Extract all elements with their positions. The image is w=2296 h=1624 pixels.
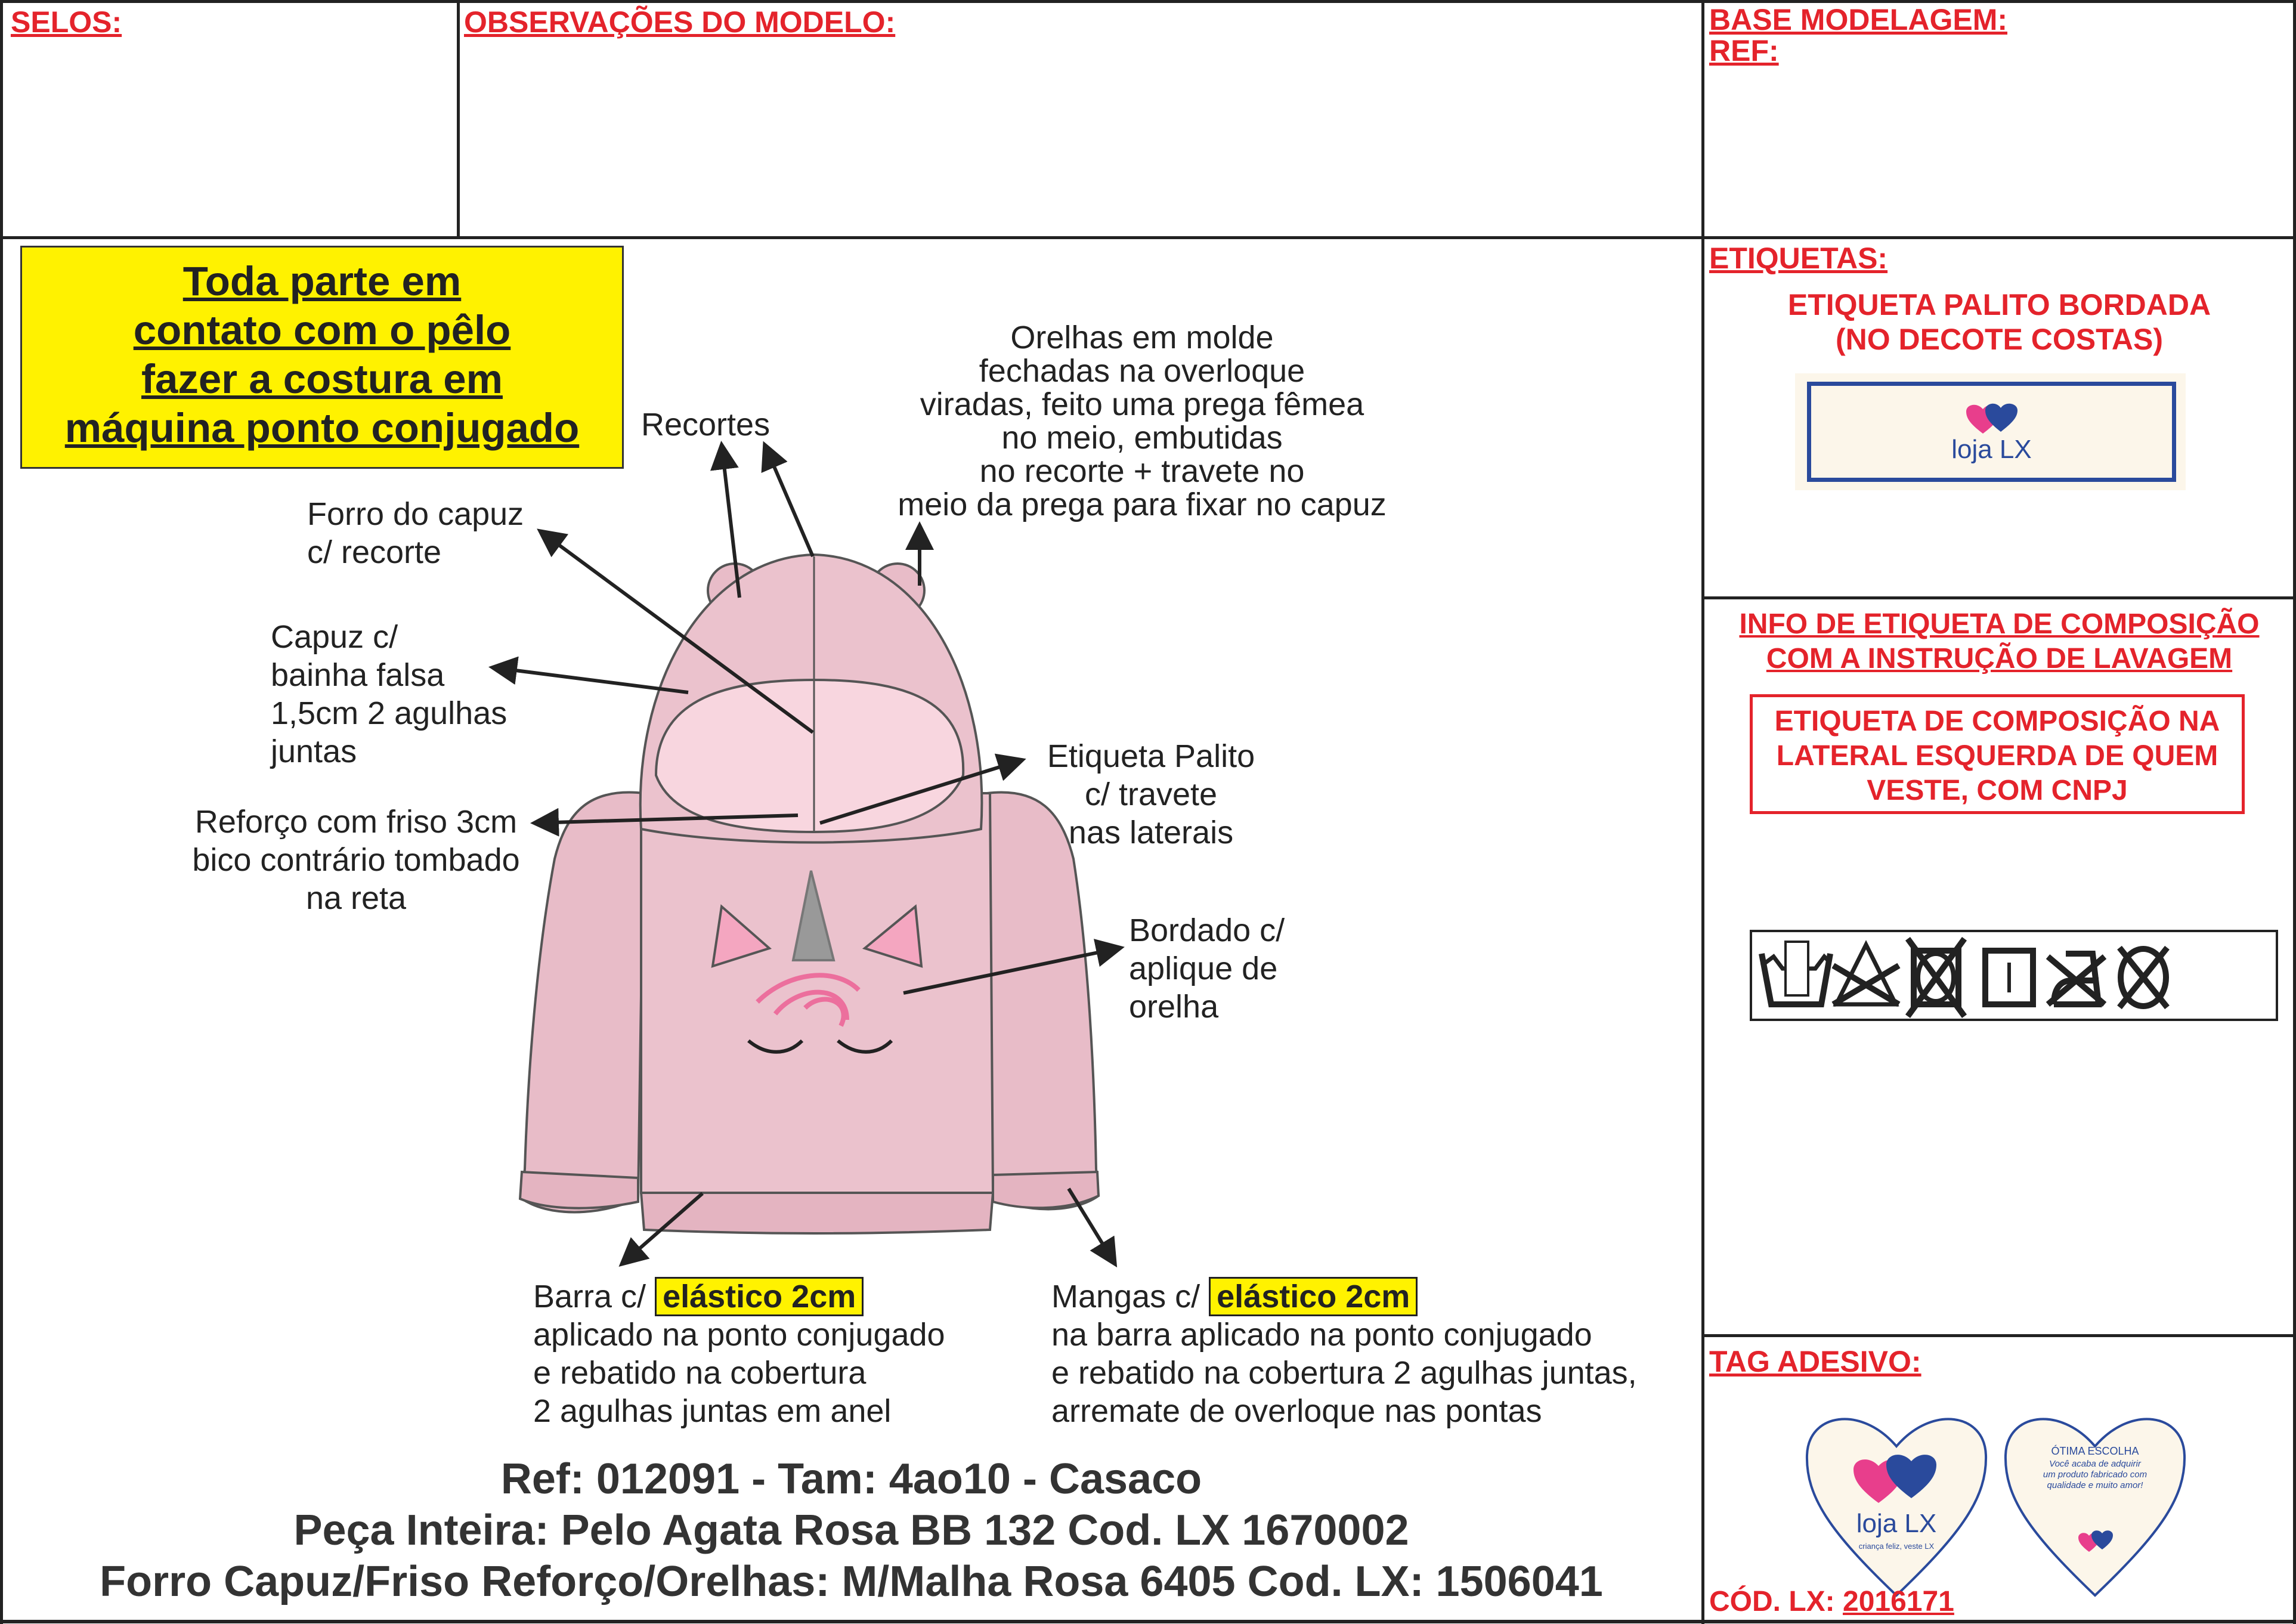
arrow-etiqueta	[819, 753, 1026, 825]
etiquetas-desc-line: (NO DECOTE COSTAS)	[1835, 323, 2164, 356]
composicao-box-line: VESTE, COM CNPJ	[1867, 775, 2128, 806]
divider-etiquetas	[1703, 596, 2296, 599]
border-bottom	[0, 1620, 2296, 1623]
divider-right-column	[1701, 0, 1704, 1624]
warning-line: fazer a costura em	[141, 356, 503, 402]
note-orelhas: Orelhas em molde fechadas na overloque v…	[898, 320, 1387, 522]
note-recortes: Recortes	[641, 407, 771, 443]
mane	[756, 973, 861, 1027]
tag-front-logo: loja LX	[1856, 1509, 1937, 1538]
composicao-box: ETIQUETA DE COMPOSIÇÃO NA LATERAL ESQUER…	[1750, 694, 2245, 814]
line-dry-icon	[1982, 948, 2036, 1007]
left-unicorn-ear	[711, 904, 772, 968]
arrow-bordado	[903, 939, 1125, 995]
arrow-capuz	[488, 656, 689, 694]
right-eye	[837, 1039, 893, 1054]
tag-back-title: ÓTIMA ESCOLHA	[2051, 1445, 2139, 1457]
composicao-heading-line: COM A INSTRUÇÃO DE LAVAGEM	[1766, 643, 2233, 675]
warning-line: Toda parte em	[182, 258, 462, 304]
arrow-mangas	[1067, 1187, 1118, 1268]
hood-lining	[654, 678, 965, 834]
mangas-highlight: elástico 2cm	[1209, 1277, 1418, 1316]
label-border: loja LX	[1807, 382, 2176, 482]
observacoes-heading: OBSERVAÇÕES DO MODELO:	[464, 5, 896, 39]
tag-heading: TAG ADESIVO:	[1709, 1345, 1921, 1378]
warning-line: contato com o pêlo	[133, 307, 511, 353]
selos-heading: SELOS:	[11, 5, 122, 39]
right-sleeve	[985, 791, 1100, 1211]
etiquetas-description: ETIQUETA PALITO BORDADA (NO DECOTE COSTA…	[1703, 287, 2296, 357]
tag-front-slogan: criança feliz, veste LX	[1858, 1542, 1935, 1551]
no-bleach-icon	[1831, 940, 1901, 1007]
divider-selos	[457, 0, 460, 237]
border-top	[0, 0, 2296, 3]
note-barra: Barra c/ elástico 2cm aplicado na ponto …	[533, 1277, 945, 1430]
left-eye	[747, 1039, 804, 1054]
hem-band	[639, 1192, 995, 1235]
composicao-box-line: ETIQUETA DE COMPOSIÇÃO NA	[1774, 706, 2220, 737]
horn	[791, 870, 836, 961]
right-cuff	[992, 1170, 1100, 1210]
note-etiqueta-palito: Etiqueta Palito c/ travete nas laterais	[1047, 738, 1255, 850]
note-forro: Forro do capuz c/ recorte	[307, 496, 524, 570]
logo-hearts-icon	[1966, 403, 2017, 434]
arrow-recortes-2	[761, 441, 815, 558]
tag-code-value: 2016171	[1843, 1586, 1954, 1617]
small-logo-blue-heart-icon	[2091, 1530, 2113, 1549]
divider-tag	[1703, 1334, 2296, 1337]
care-symbols	[1750, 930, 2278, 1021]
border-right	[2293, 0, 2296, 1624]
barra-details: aplicado na ponto conjugado e rebatido n…	[533, 1317, 945, 1429]
composicao-box-line: LATERAL ESQUERDA DE QUEM	[1776, 740, 2218, 772]
arrow-forro	[537, 528, 814, 734]
etiquetas-desc-line: ETIQUETA PALITO BORDADA	[1787, 288, 2211, 321]
tag-code-label: CÓD. LX:	[1709, 1586, 1843, 1617]
right-unicorn-ear	[862, 904, 923, 968]
barra-label: Barra c/	[533, 1279, 655, 1314]
hand-wash-icon	[1759, 941, 1833, 1007]
ref-line-1: Ref: 012091 - Tam: 4ao10 - Casaco	[500, 1455, 1202, 1503]
etiquetas-heading: ETIQUETAS:	[1709, 242, 1888, 275]
tag-back-text: Você acaba de adquirir um produto fabric…	[2043, 1459, 2148, 1490]
no-iron-icon	[2046, 951, 2107, 1007]
tag-code: CÓD. LX: 2016171	[1709, 1586, 1954, 1618]
note-mangas: Mangas c/ elástico 2cm na barra aplicado…	[1051, 1277, 1637, 1430]
left-cuff	[518, 1170, 639, 1210]
warning-box: Toda parte em contato com o pêlo fazer a…	[20, 246, 624, 469]
composicao-heading: INFO DE ETIQUETA DE COMPOSIÇÃO COM A INS…	[1703, 607, 2296, 676]
base-modelagem-heading: BASE MODELAGEM:	[1709, 3, 2007, 36]
mangas-details: na barra aplicado na ponto conjugado e r…	[1051, 1317, 1637, 1429]
tag-back-heart	[2004, 1418, 2186, 1597]
mangas-label: Mangas c/	[1051, 1279, 1209, 1314]
note-capuz: Capuz c/ bainha falsa 1,5cm 2 agulhas ju…	[271, 619, 508, 769]
warning-line: máquina ponto conjugado	[64, 405, 580, 451]
ref-line-2: Peça Inteira: Pelo Agata Rosa BB 132 Cod…	[293, 1507, 1409, 1554]
arrow-reforco	[530, 808, 799, 837]
no-tumble-dry-icon	[1905, 937, 1967, 1018]
arrow-barra	[618, 1192, 704, 1267]
garment-drawing	[488, 441, 1125, 1268]
ref-line-3: Forro Capuz/Friso Reforço/Orelhas: M/Mal…	[100, 1558, 1603, 1606]
divider-top-row	[0, 236, 2296, 239]
tag-front-heart	[1805, 1418, 1988, 1597]
logo-blue-heart-icon	[1886, 1455, 1936, 1498]
annotation-arrows	[488, 441, 1125, 1268]
composicao-heading-line: INFO DE ETIQUETA DE COMPOSIÇÃO	[1739, 608, 2260, 640]
left-sleeve	[520, 791, 646, 1214]
label-mockup: loja LX	[1795, 373, 2186, 490]
hoodie-illustration	[518, 553, 1100, 1235]
border-left	[0, 0, 3, 1624]
note-bordado: Bordado c/ aplique de orelha	[1129, 912, 1285, 1025]
note-reforco: Reforço com friso 3cm bico contrário tom…	[192, 804, 520, 916]
barra-highlight: elástico 2cm	[655, 1277, 864, 1316]
ref-heading: REF:	[1709, 34, 1779, 67]
arrow-recortes-1	[710, 441, 741, 598]
no-dry-clean-icon	[2117, 945, 2170, 1010]
label-logo-text: loja LX	[1951, 435, 2032, 464]
